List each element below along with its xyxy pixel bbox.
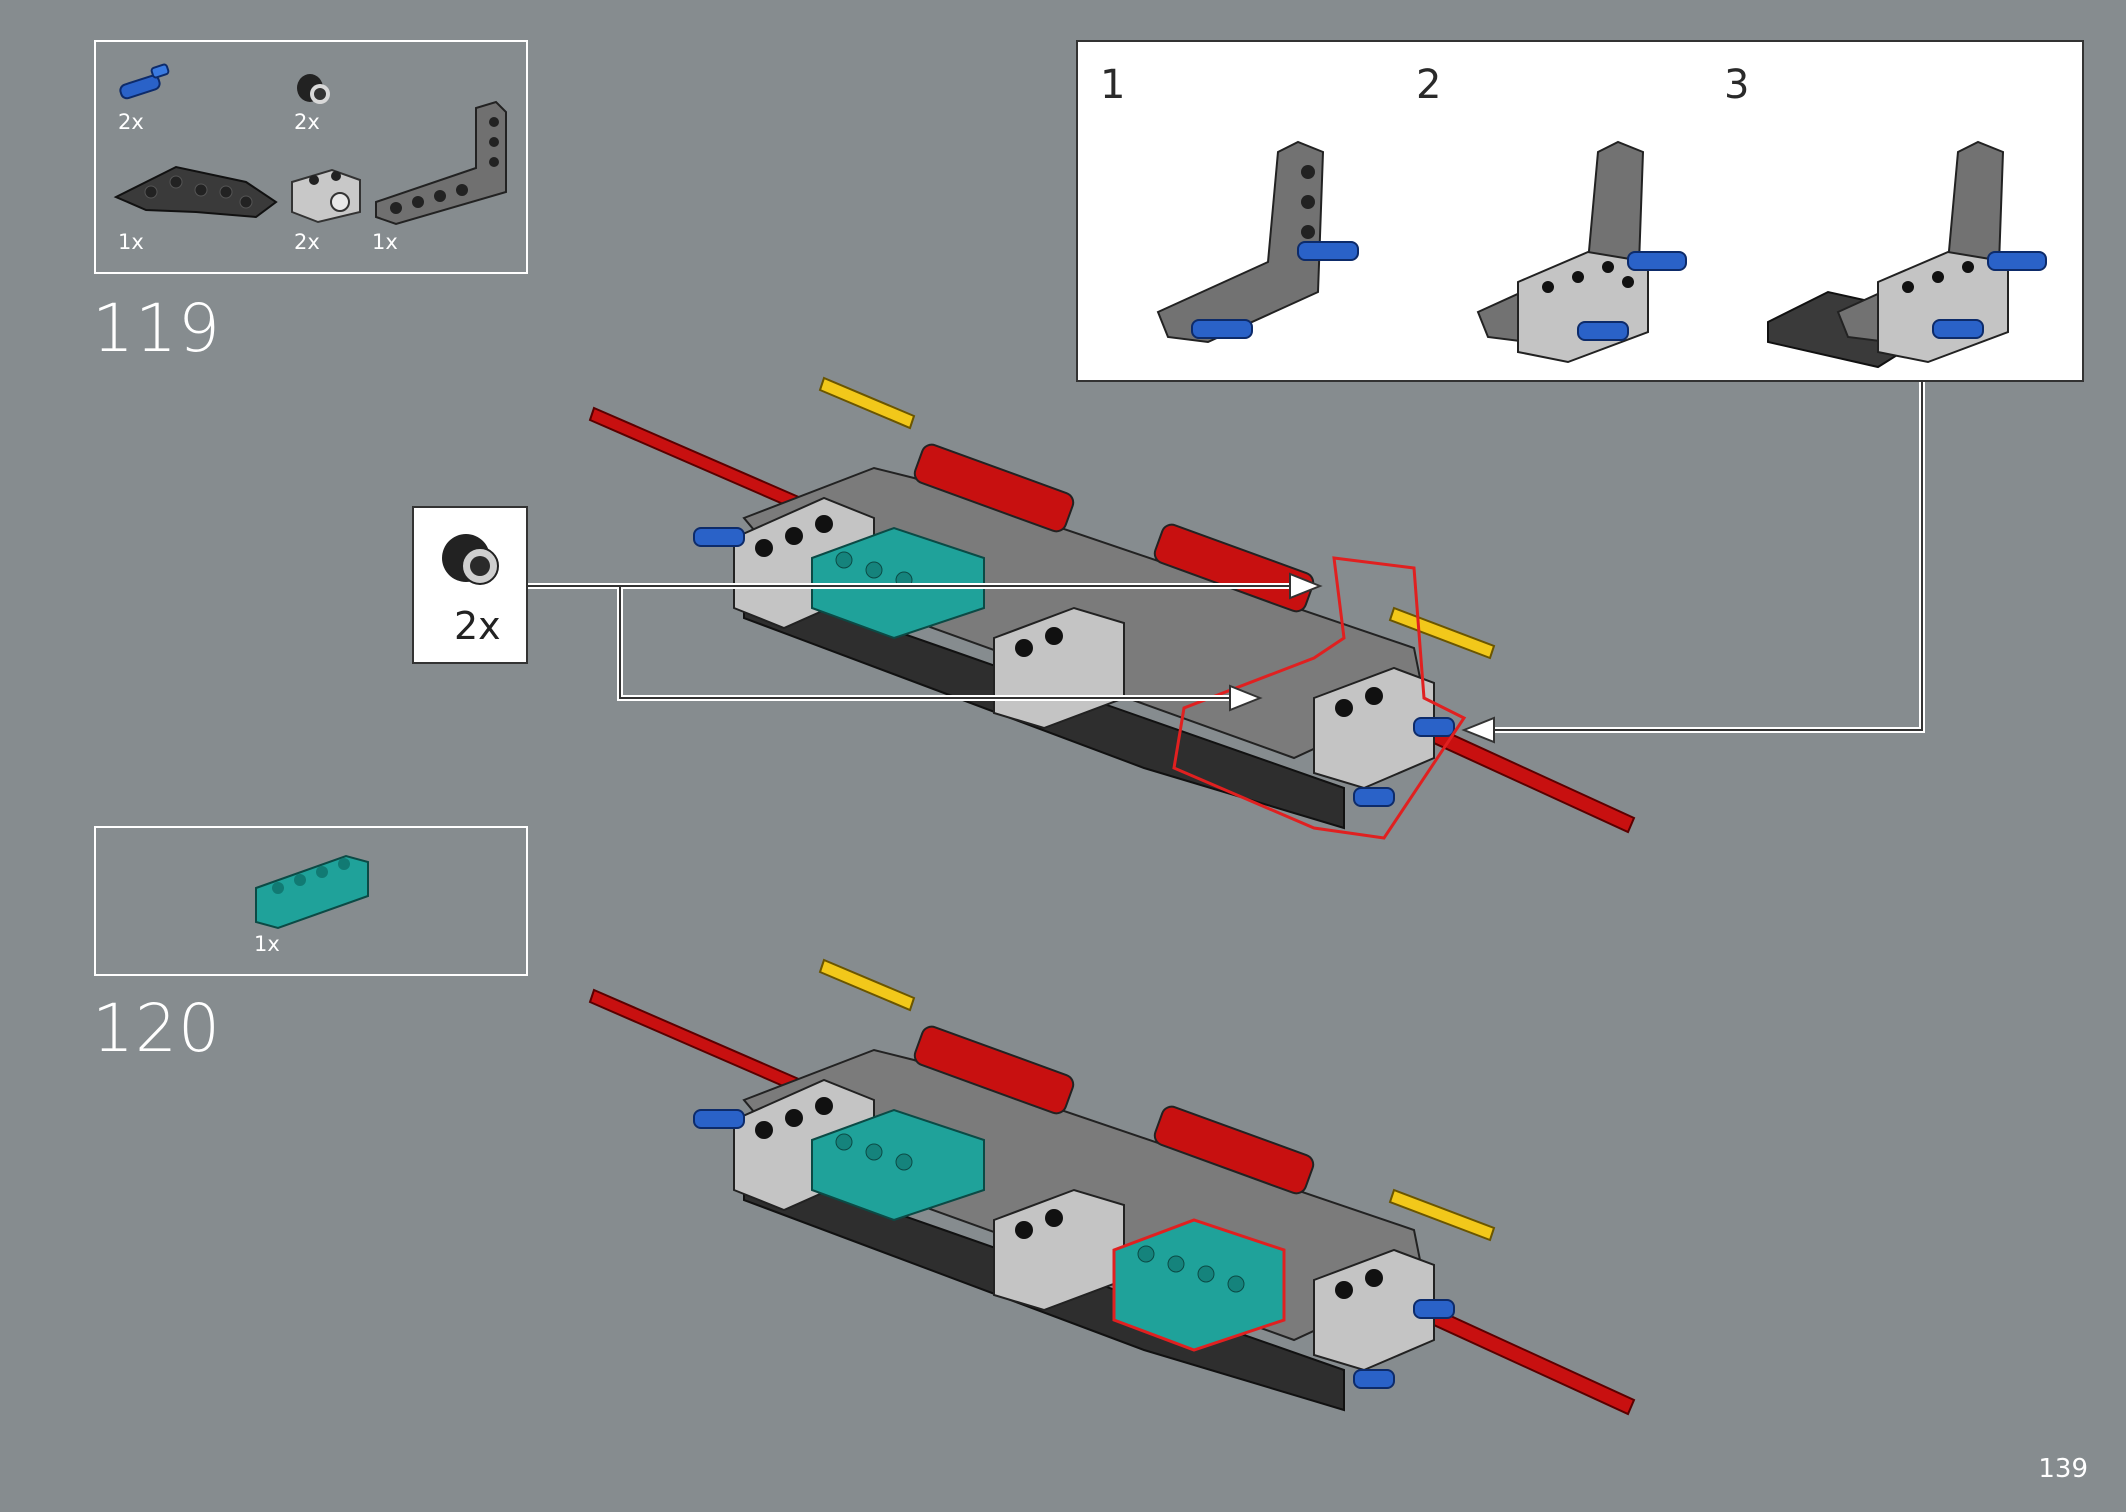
teal-brick-icon [255,854,369,930]
substep-2-model [1476,140,1687,364]
step-120-model [589,959,1635,1415]
part-qty: 2x [118,110,144,134]
callout-arrows-inner [528,382,1923,731]
l-beam-icon [375,100,507,226]
substep-3-model [1767,140,2047,369]
step-number-120: 120 [92,990,221,1067]
black-bush-icon [442,534,499,585]
callout-box: 2x [412,506,528,664]
part-qty: 1x [118,230,144,254]
substep-label-3: 3 [1724,62,1750,108]
part-qty: 1x [254,932,280,956]
subassembly-box: 1 2 3 [1076,40,2084,382]
substep-1-model [1156,140,1359,344]
black-bush-icon [297,74,330,104]
part-qty: 2x [294,110,320,134]
callout-arrows [528,382,1925,733]
parts-illustration-119 [113,63,507,226]
parts-illustration-120 [255,854,369,930]
parts-list-120: 1x [94,826,528,976]
arrow-heads [1229,572,1495,744]
subassembly-illustration [1156,140,2047,369]
step-119-model [589,377,1635,840]
parts-list-119: 2x 2x 1x 2x 1x [94,40,528,274]
substep-label-2: 2 [1416,62,1442,108]
dark-grey-plate-icon [113,165,278,219]
part-qty: 2x [294,230,320,254]
step-number-119: 119 [92,290,221,367]
callout-illustration [442,534,499,585]
callout-qty: 2x [454,604,501,648]
part-qty: 1x [372,230,398,254]
blue-axle-pin-icon [119,63,170,100]
substep-label-1: 1 [1100,62,1126,108]
light-grey-brick-icon [291,168,361,224]
page-number: 139 [2038,1454,2088,1484]
